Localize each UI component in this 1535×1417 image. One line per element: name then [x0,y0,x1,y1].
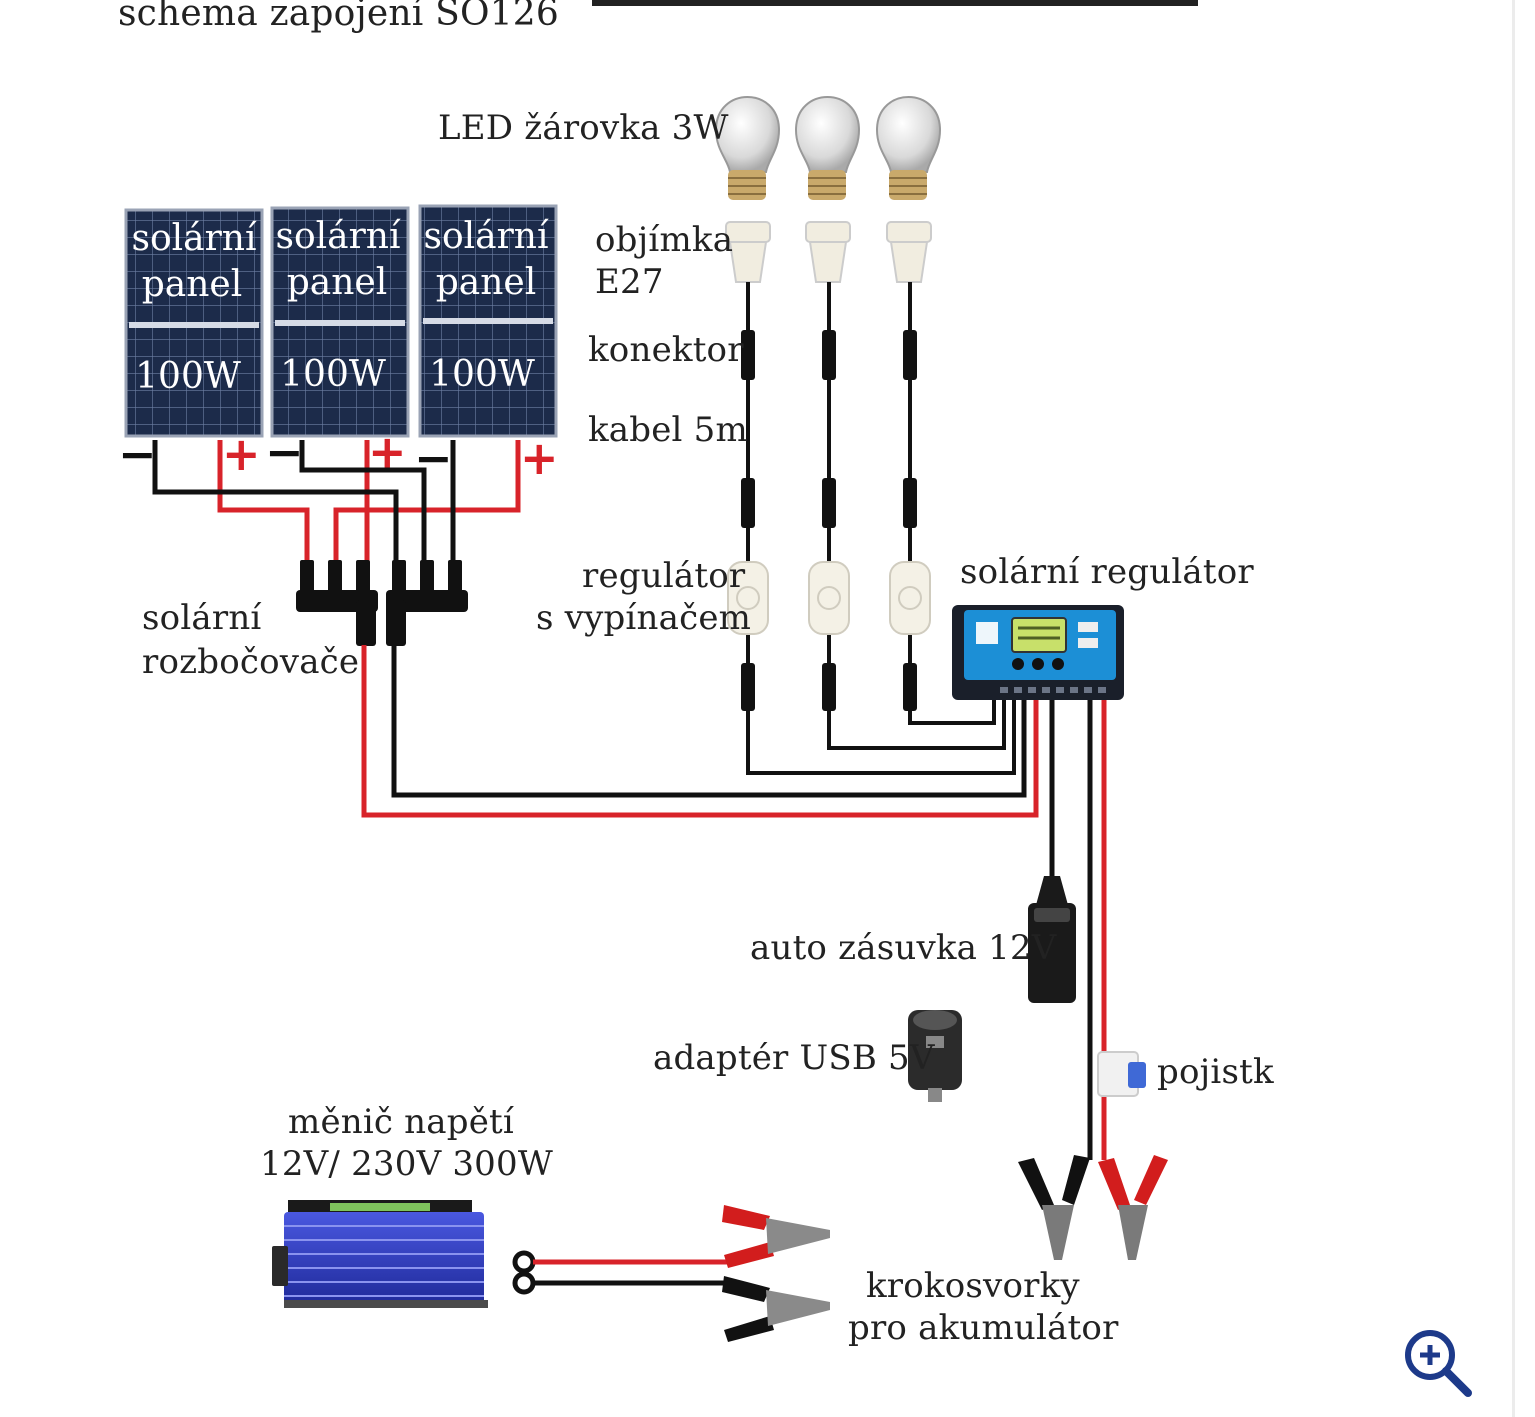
panel-negative-feed [391,645,1027,798]
zoom-in-icon[interactable] [1400,1325,1476,1401]
panel-3-power: 100W [429,354,535,395]
label-clamps-line1: krokosvorky [866,1266,1080,1306]
label-cable: kabel 5m [588,410,748,450]
label-splitter-line1: solární [142,598,262,638]
label-usb-adapter: adaptér USB 5V [653,1038,935,1078]
solar-panel-3: solární panel 100W [418,204,558,438]
battery-clamp-black [1018,1155,1090,1260]
led-to-controller-wiring [748,700,1016,775]
label-clamps-line2: pro akumulátor [848,1308,1119,1348]
label-fuse: pojistk [1157,1052,1274,1092]
solar-panel-2: solární panel 100W [270,206,410,438]
panel-2-line1: solární [275,216,401,257]
label-connector: konektor [588,330,744,370]
label-led-bulb: LED žárovka 3W [438,108,729,148]
label-car-socket: auto zásuvka 12V [750,928,1057,968]
panel-3-minus-sign: − [414,431,453,485]
top-divider [592,0,1198,6]
panel-3-line2: panel [436,262,537,303]
solar-splitters [296,560,468,646]
label-inverter-line2: 12V/ 230V 300W [260,1144,553,1184]
label-inverter-line1: měnič napětí [288,1102,514,1142]
label-dimmer-line2: s vypínačem [536,598,752,638]
power-inverter [272,1200,488,1308]
label-socket-line1: objímka [595,220,734,260]
diagram-title: schema zapojení SO126 [118,0,560,34]
led-string-1 [714,96,781,775]
inverter-clamp-black [722,1276,830,1342]
battery-clamp-red [1098,1155,1168,1260]
panel-1-line1: solární [131,218,257,259]
right-edge-line [1512,0,1515,1417]
led-string-2 [794,96,861,750]
panel-2-minus-sign: − [265,425,304,479]
label-splitter-line2: rozbočovače [142,642,360,682]
panel-1-minus-sign: − [118,427,157,481]
inverter-negative-terminal [512,1271,536,1295]
panel-2-line2: panel [287,262,388,303]
label-dimmer-line1: regulátor [582,556,746,596]
solar-controller [952,605,1124,700]
panel-1-plus-sign: + [222,427,261,481]
panel-3-plus-sign: + [520,431,559,485]
fuse [1097,1051,1146,1097]
panel-3-line1: solární [423,216,549,257]
panel-1-line2: panel [142,264,243,305]
panel-1-power: 100W [135,356,241,397]
car-socket [1028,876,1076,1003]
panel-wiring [152,440,521,565]
panel-positive-feed [361,645,1039,818]
usb-adapter [908,1010,962,1102]
led-string-3 [875,96,942,725]
panel-2-power: 100W [280,354,386,395]
label-solar-controller: solární regulátor [960,552,1254,592]
inverter-clamp-red [722,1205,830,1268]
solar-panel-1: solární panel 100W [124,208,264,438]
inverter-positive-terminal [512,1250,536,1274]
label-socket-line2: E27 [595,262,664,302]
